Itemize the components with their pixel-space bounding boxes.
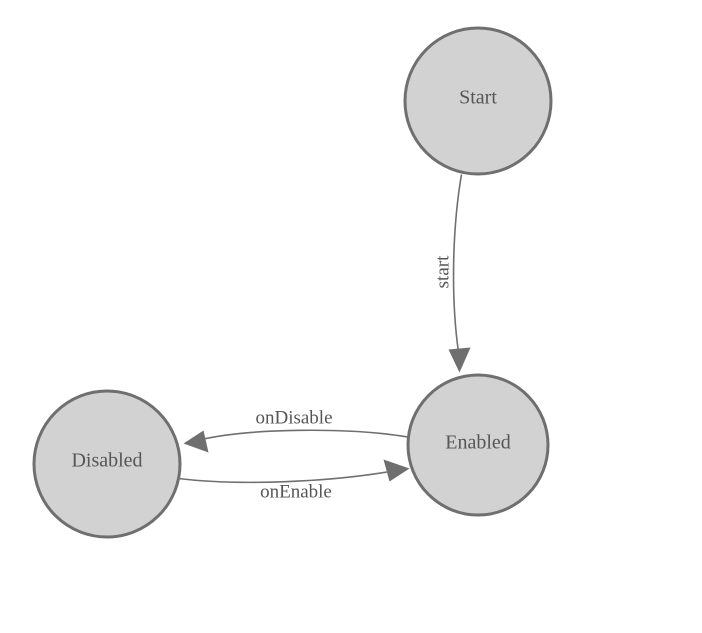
edge-label-onenable: onEnable [260, 481, 332, 502]
state-node-circle-start [403, 26, 553, 176]
arrowhead-icon-onenable [383, 459, 410, 482]
edge-label-ondisable: onDisable [255, 407, 332, 428]
edge-start-to-enabled[interactable]: start [432, 174, 471, 373]
edge-disabled-to-enabled[interactable]: onEnable [178, 459, 410, 503]
state-node-circle-enabled [406, 373, 550, 517]
state-node-label-start: Start [459, 87, 497, 109]
state-node-enabled[interactable]: Enabled [406, 373, 550, 517]
edge-line-onenable [178, 470, 394, 484]
state-node-circle-disabled [32, 389, 182, 539]
state-node-disabled[interactable]: Disabled [32, 389, 182, 539]
state-node-label-disabled: Disabled [71, 450, 142, 472]
edge-label-start: start [432, 255, 453, 288]
arrowhead-icon-ondisable [183, 430, 209, 453]
state-node-label-enabled: Enabled [445, 432, 511, 454]
state-node-start[interactable]: Start [403, 26, 553, 176]
edge-line-ondisable [198, 429, 411, 441]
edge-enabled-to-disabled[interactable]: onDisable [183, 407, 411, 453]
edge-line-start [452, 174, 463, 353]
arrowhead-icon-start [448, 347, 471, 373]
